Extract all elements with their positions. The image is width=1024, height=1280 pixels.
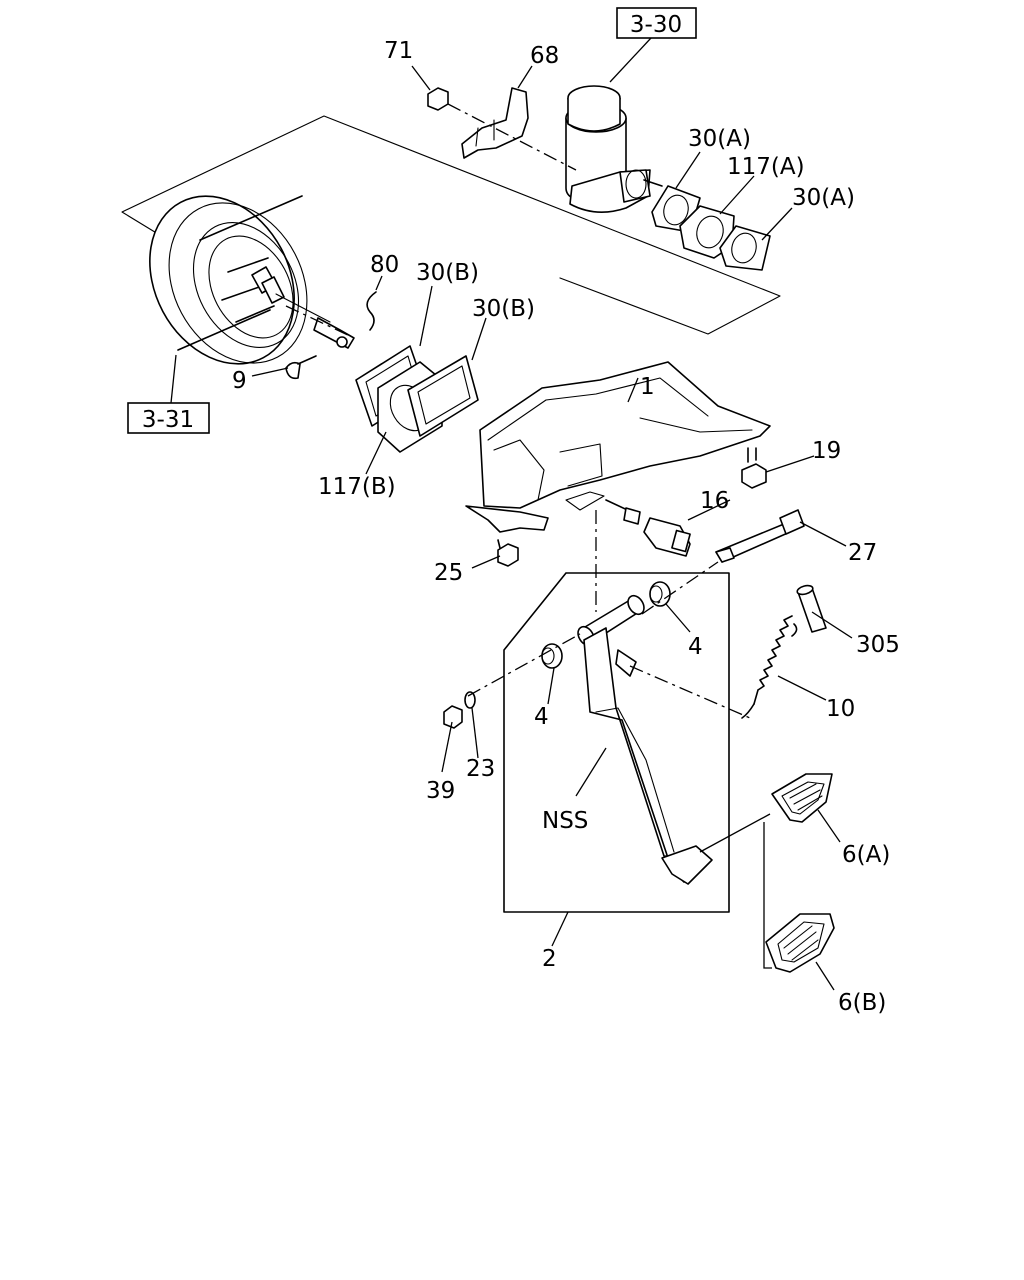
bolt-19 [741,447,767,489]
centerline-booster [285,305,351,337]
label-4-left[interactable]: 4 [534,704,549,730]
pedal-pad-6b [765,913,835,973]
label-305[interactable]: 305 [856,632,900,658]
label-6b[interactable]: 6(B) [838,990,886,1016]
label-25[interactable]: 25 [434,560,463,586]
stop-switch-16 [605,499,691,557]
leader-nss [575,747,607,797]
bushing-4-left [541,643,563,669]
ref-master-cylinder-text: 3-30 [630,12,682,38]
label-9[interactable]: 9 [232,368,247,394]
brake-booster [149,195,331,365]
label-10[interactable]: 10 [826,696,855,722]
label-27[interactable]: 27 [848,540,877,566]
clip-80 [366,291,377,331]
gasket-30b-2 [407,355,479,437]
label-80[interactable]: 80 [370,252,399,278]
leader-ref-booster [170,354,177,404]
label-23[interactable]: 23 [466,756,495,782]
gasket-30a-2 [719,225,771,271]
label-71[interactable]: 71 [384,38,413,64]
booster-group-frame [121,115,781,335]
label-117a[interactable]: 117(A) [727,154,805,180]
centerline-pivot [641,561,719,615]
centerline-spring [629,665,751,719]
sleeve-305 [796,584,827,633]
pedal-pad-6a [771,773,833,823]
nut-25 [497,539,519,567]
centerline-nut [467,633,581,697]
clevis [313,317,355,349]
label-1[interactable]: 1 [640,374,655,400]
pin-9 [285,355,317,380]
label-6a[interactable]: 6(A) [842,842,890,868]
label-117b[interactable]: 117(B) [318,474,396,500]
ref-box-master-cylinder[interactable]: 3-30 [616,7,697,39]
pads-bracket [699,813,772,969]
leaders [251,65,853,991]
bushing-4-right [649,581,671,607]
label-30a-1[interactable]: 30(A) [688,126,751,152]
label-30b-1[interactable]: 30(B) [416,260,479,286]
return-spring-10 [741,615,798,719]
label-68[interactable]: 68 [530,43,559,69]
nut-39 [443,705,463,729]
ref-booster-text: 3-31 [142,407,194,433]
leader-p1 [627,377,639,403]
pivot-bolt-27 [715,509,805,563]
label-16[interactable]: 16 [700,488,729,514]
leader-ref-master-cylinder [609,37,652,83]
pedal-bracket [465,361,771,533]
pedal-assembly-frame [503,572,730,913]
label-30a-2[interactable]: 30(A) [792,185,855,211]
ref-box-booster[interactable]: 3-31 [127,402,210,434]
label-30b-2[interactable]: 30(B) [472,296,535,322]
label-nss[interactable]: NSS [542,808,588,834]
label-4-right[interactable]: 4 [688,634,703,660]
label-19[interactable]: 19 [812,438,841,464]
label-39[interactable]: 39 [426,778,455,804]
label-2[interactable]: 2 [542,946,557,972]
centerline-master [447,103,577,171]
brake-pedal-arm [577,594,713,885]
master-cylinder [565,85,663,213]
washer-23 [464,691,476,709]
nut-71 [427,87,449,111]
bracket-68 [461,87,529,159]
